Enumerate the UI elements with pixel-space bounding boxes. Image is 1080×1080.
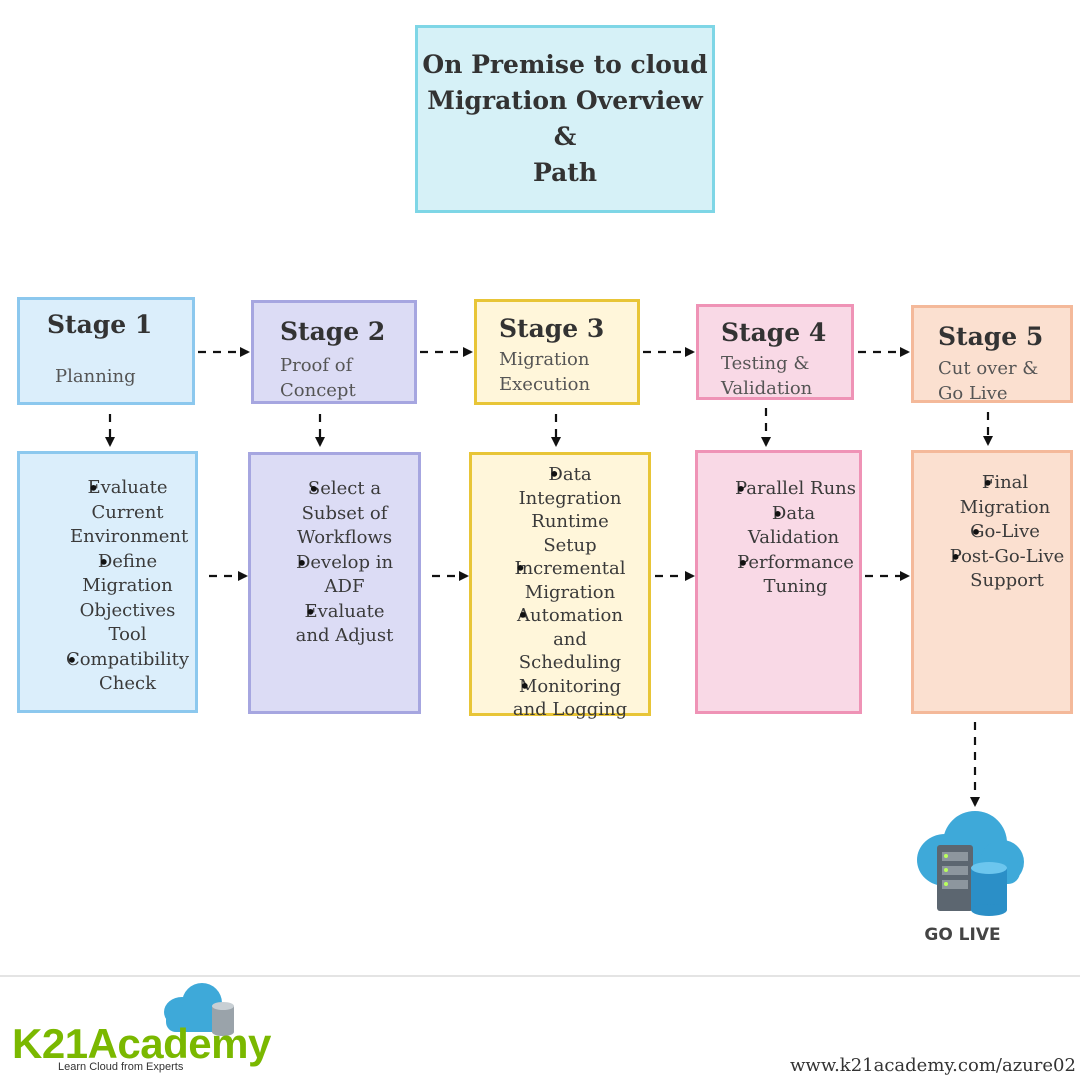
- stage-4-details: Parallel Runs Data Validation Performanc…: [695, 450, 862, 714]
- diagram-title-box: On Premise to cloud Migration Overview &…: [415, 25, 715, 213]
- brand-name: K21Academy: [12, 1020, 271, 1067]
- website-url[interactable]: www.k21academy.com/azure02: [790, 1055, 1076, 1076]
- list-item: Automation and Scheduling: [472, 604, 648, 675]
- list-item: Performance Tuning: [698, 551, 859, 600]
- list-item: Incremental Migration: [472, 557, 648, 604]
- list-item: Compatibility Check: [20, 648, 195, 697]
- list-item: Data Integration Runtime Setup: [472, 463, 648, 557]
- stage-3-number: Stage 3: [499, 314, 605, 343]
- list-item: Evaluate Current Environment: [20, 476, 195, 550]
- stage-2-details: Select a Subset of Workflows Develop in …: [248, 452, 421, 714]
- list-item: Go-Live: [914, 520, 1070, 545]
- stage-3-details: Data Integration Runtime Setup Increment…: [469, 452, 651, 720]
- stage-5-box: Stage 5 Cut over & Go Live: [911, 305, 1073, 404]
- stage-1-details: Evaluate Current Environment Define Migr…: [17, 451, 198, 713]
- list-item: Final Migration: [914, 471, 1070, 520]
- list-item: Data Validation: [698, 502, 859, 551]
- stage-2-number: Stage 2: [280, 317, 386, 346]
- list-item: Develop in ADF: [251, 551, 418, 600]
- stage-5-subtitle: Cut over & Go Live: [938, 358, 1039, 404]
- list-item: Select a Subset of Workflows: [251, 477, 418, 551]
- list-item: Parallel Runs: [698, 477, 859, 502]
- stage-4-box: Stage 4 Testing & Validation: [696, 304, 854, 400]
- stage-5-details: Final Migration Go-Live Post-Go-Live Sup…: [911, 450, 1073, 714]
- diagram-title: On Premise to cloud Migration Overview &…: [422, 50, 708, 187]
- stage-4-number: Stage 4: [721, 318, 827, 347]
- cloud-server-icon: [917, 811, 1024, 916]
- stage-4-subtitle: Testing & Validation: [721, 353, 813, 399]
- stage-1-number: Stage 1: [47, 310, 153, 339]
- brand-cloud-icon: [164, 983, 234, 1036]
- list-item: Monitoring and Logging: [472, 675, 648, 722]
- stage-2-subtitle: Proof of Concept: [280, 355, 356, 401]
- list-item: Evaluate and Adjust: [251, 600, 418, 649]
- go-live-label: GO LIVE: [924, 925, 1001, 945]
- footer-divider: [0, 975, 1080, 977]
- stage-5-number: Stage 5: [938, 322, 1044, 351]
- stage-1-subtitle: Planning: [55, 366, 136, 387]
- stage-3-box: Stage 3 Migration Execution: [474, 299, 640, 405]
- stage-3-subtitle: Migration Execution: [499, 349, 591, 395]
- stage-2-box: Stage 2 Proof of Concept: [251, 300, 417, 404]
- list-item: Post-Go-Live Support: [914, 545, 1070, 594]
- stage-1-box: Stage 1 Planning: [17, 297, 195, 405]
- list-item: Define Migration Objectives Tool: [20, 550, 195, 648]
- brand-tagline: Learn Cloud from Experts: [58, 1061, 184, 1073]
